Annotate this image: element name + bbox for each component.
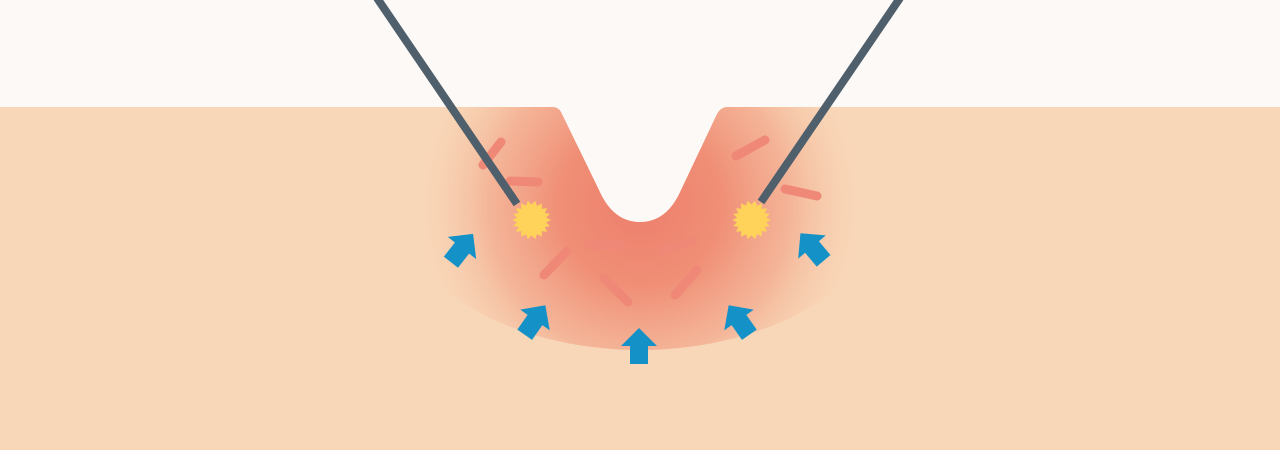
collagen-fragment — [539, 246, 572, 280]
arrow-up-right-icon — [798, 233, 831, 267]
collagen-fragment — [731, 135, 770, 161]
left-probe — [373, 0, 521, 207]
collagen-fragments — [478, 135, 822, 307]
collagen-fragment — [780, 184, 822, 201]
energy-sparks — [512, 200, 771, 240]
arrow-up-icon — [621, 328, 657, 364]
right-energy-spark — [732, 200, 771, 240]
healing-arrows — [443, 233, 831, 364]
inflammation-zone — [390, 107, 890, 350]
collagen-fragment — [599, 273, 633, 307]
collagen-fragment — [670, 265, 702, 300]
arrow-up-right-icon — [724, 305, 757, 340]
skin-notch — [540, 100, 740, 222]
collagen-fragment — [657, 236, 698, 256]
collagen-fragment — [505, 176, 543, 187]
left-energy-spark — [512, 200, 551, 240]
probes — [373, 0, 904, 207]
arrow-up-left-icon — [443, 233, 477, 268]
arrow-up-left-icon — [517, 305, 550, 340]
right-probe — [757, 0, 904, 205]
